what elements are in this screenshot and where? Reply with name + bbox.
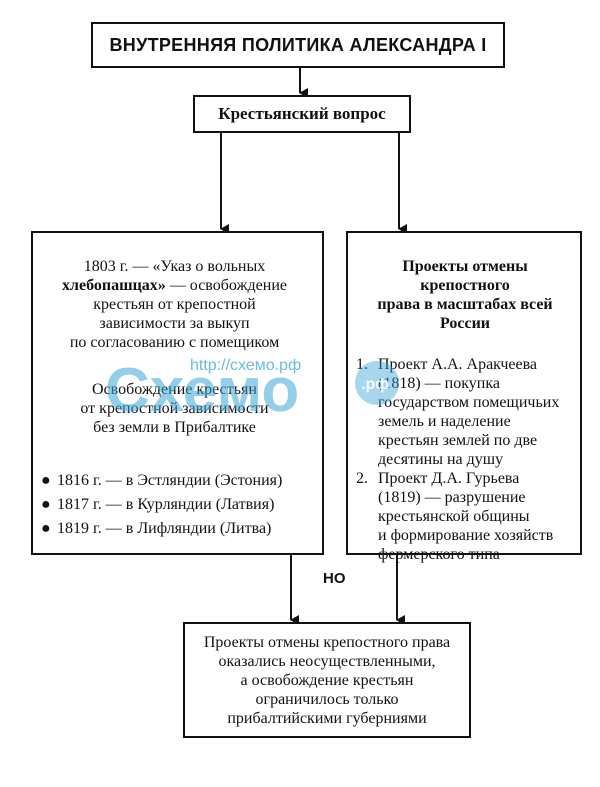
baltic-text: Освобождение крестьян от крепостной зави… (41, 380, 308, 437)
project-line: и формирование хозяйств (378, 527, 554, 544)
projects-title: Проекты отмены крепостного права в масшт… (356, 257, 574, 333)
project-line: земель и наделение (378, 413, 511, 430)
decree-line: по согласованию с помещиком (69, 334, 280, 351)
project-line: десятины на душу (378, 451, 504, 468)
list-item: ● 1817 г. — в Курляндии (Латвия) (41, 495, 282, 514)
list-number: 2. (356, 470, 368, 487)
watermark-url: http://схемо.рф (190, 357, 302, 374)
project-line: (1819) — разрушение (378, 489, 526, 506)
bullet-text: 1819 г. — в Лифляндии (Литва) (57, 520, 272, 537)
bullet-icon: ● (41, 472, 51, 489)
result-line: оказались неосуществленными, (218, 652, 436, 670)
project-line: фермерского типа (378, 546, 500, 563)
projects-box: Проекты отмены крепостного права в масшт… (346, 231, 582, 563)
projects-title-line: России (439, 315, 490, 332)
project-line: крестьян землей по две (378, 432, 538, 449)
list-item: 1. Проект А.А. Аракчеева (1818) — покупк… (356, 355, 574, 469)
decree-line: 1803 г. — «Указ о вольных (83, 258, 266, 275)
decree-line: крестьян от крепостной (93, 296, 256, 313)
list-item: ● 1816 г. — в Эстляндии (Эстония) (41, 471, 282, 490)
result-box: Проекты отмены крепостного права оказали… (183, 622, 471, 738)
projects-title-line: права в масштабах всей (377, 296, 553, 313)
decree-box: 1803 г. — «Указ о вольных хлебопашцах» —… (31, 231, 324, 555)
decree-line: зависимости за выкуп (99, 315, 250, 332)
decree-name: хлебопашцах» (61, 277, 166, 294)
projects-title-line: Проекты отмены крепостного (402, 258, 528, 294)
projects-list: 1. Проект А.А. Аракчеева (1818) — покупк… (356, 355, 574, 564)
project-text: Проект А.А. Аракчеева (1818) — покупка г… (378, 355, 559, 469)
page-title: ВНУТРЕННЯЯ ПОЛИТИКА АЛЕКСАНДРА I (91, 22, 505, 68)
result-line: прибалтийскими губерниями (227, 709, 427, 727)
project-line: государством помещичьих (378, 394, 560, 411)
list-number: 1. (356, 356, 368, 373)
baltic-line: без земли в Прибалтике (93, 419, 256, 436)
decree-line: — освобождение (165, 277, 288, 294)
project-line: крестьянской общины (378, 508, 530, 525)
project-line: Проект А.А. Аракчеева (378, 356, 538, 373)
decree-text: 1803 г. — «Указ о вольных хлебопашцах» —… (41, 257, 308, 352)
but-connector-label: НО (323, 570, 346, 587)
baltic-line: от крепостной зависимости (80, 400, 269, 417)
project-text: Проект Д.А. Гурьева (1819) — разрушение … (378, 469, 553, 564)
bullet-text: 1816 г. — в Эстляндии (Эстония) (57, 472, 283, 489)
baltic-bullet-list: ● 1816 г. — в Эстляндии (Эстония) ● 1817 г… (41, 471, 282, 543)
bullet-icon: ● (41, 520, 51, 537)
result-line: Проекты отмены крепостного права (203, 633, 451, 651)
bullet-text: 1817 г. — в Курляндии (Латвия) (57, 496, 275, 513)
project-line: Проект Д.А. Гурьева (378, 470, 520, 487)
result-line: ограничилось только (255, 690, 399, 708)
result-line: а освобождение крестьян (240, 671, 414, 689)
list-item: 2. Проект Д.А. Гурьева (1819) — разрушен… (356, 469, 574, 564)
baltic-line: Освобождение крестьян (92, 381, 257, 398)
bullet-icon: ● (41, 496, 51, 513)
project-line: (1818) — покупка (378, 375, 500, 392)
peasant-question-box: Крестьянский вопрос (193, 95, 411, 133)
list-item: ● 1819 г. — в Лифляндии (Литва) (41, 519, 282, 538)
